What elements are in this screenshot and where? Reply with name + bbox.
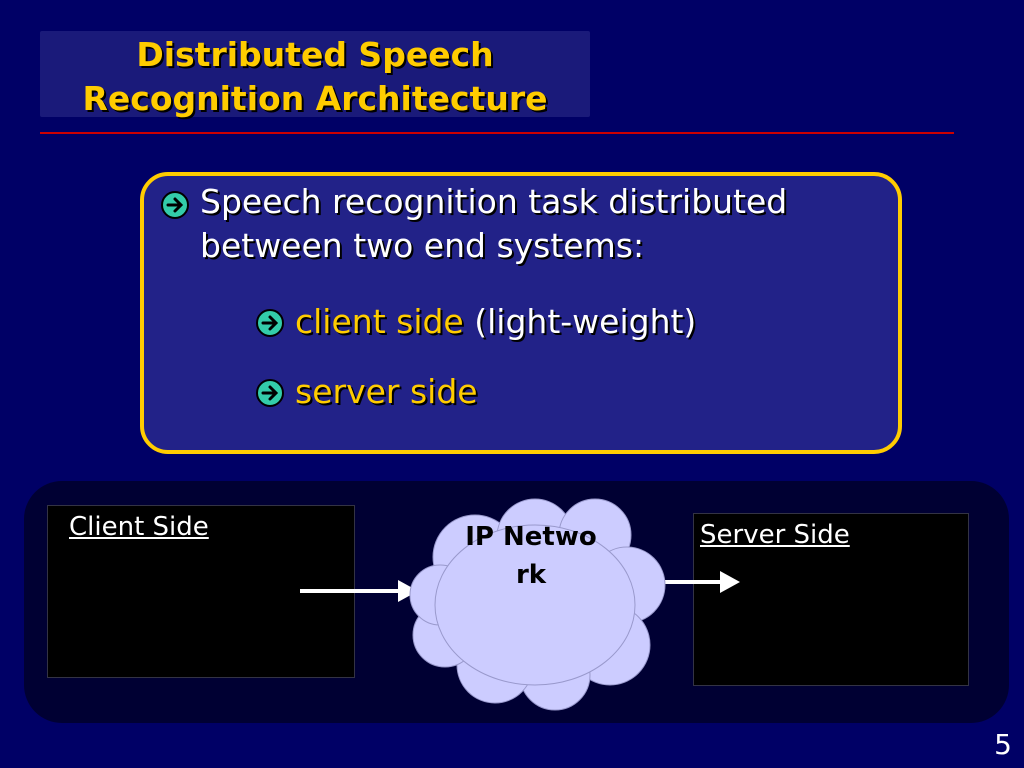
slide-title: Distributed Speech Recognition Architect… [82,35,548,118]
title-divider [40,132,954,134]
network-label: IP Network [465,522,597,590]
page-number: 5 [994,728,1012,761]
title-box [40,31,590,117]
bullet-server-side: server side [295,370,478,414]
arrow-bullet-icon [256,309,284,337]
client-side-note: (light-weight) [463,302,697,341]
server-side-highlight: server side [295,372,478,411]
arrow-client-to-network [300,580,418,602]
arrow-network-to-server [655,571,740,593]
arrow-bullet-icon [161,191,189,219]
cloud-icon [409,498,666,711]
server-side-label: Server Side [700,520,850,550]
bullet-client-side: client side (light-weight) [295,300,696,344]
client-side-highlight: client side [295,302,464,341]
client-side-label: Client Side [69,512,209,542]
bullet-main: Speech recognition task distributed betw… [200,182,788,265]
server-side-box [693,513,969,686]
arrow-bullet-icon [256,379,284,407]
